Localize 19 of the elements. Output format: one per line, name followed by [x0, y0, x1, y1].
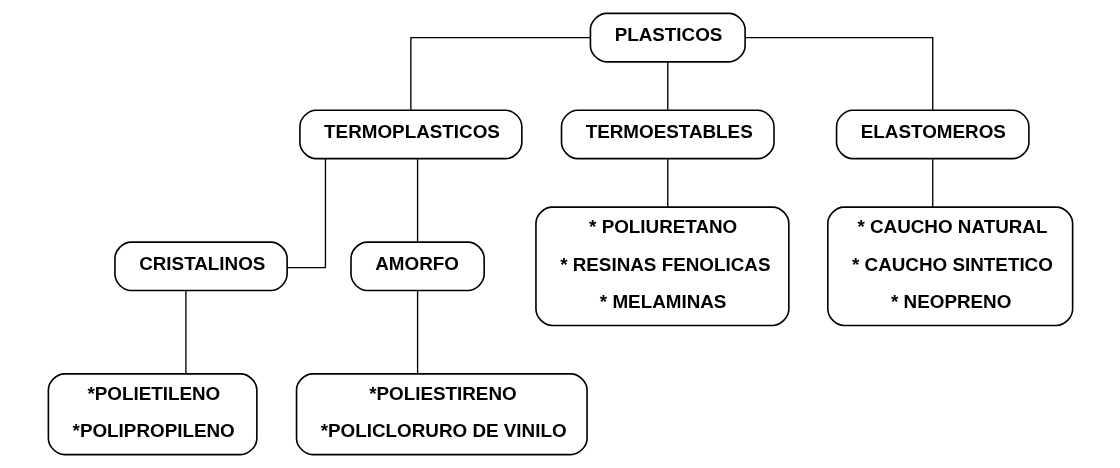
node-box: PLASTICOS	[589, 12, 746, 63]
connector	[743, 36, 933, 111]
node-box: ELASTOMEROS	[835, 109, 1030, 160]
connector	[416, 158, 418, 243]
node-box: TERMOESTABLES	[560, 109, 775, 160]
connector	[286, 158, 326, 269]
connector	[184, 290, 187, 375]
node-box: *POLIESTIRENO *POLICLORURO DE VINILO	[295, 373, 588, 456]
node-box: * CAUCHO NATURAL * CAUCHO SINTETICO * NEOPRENO	[826, 206, 1073, 327]
node-box: *POLIETILENO *POLIPROPILENO	[47, 373, 258, 456]
node-box: AMORFO	[349, 241, 485, 292]
connector	[409, 36, 591, 111]
connector	[416, 290, 418, 375]
connector	[666, 61, 668, 111]
node-box: TERMOPLASTICOS	[298, 109, 523, 160]
node-box: * POLIURETANO * RESINAS FENOLICAS * MELAMINAS	[534, 206, 790, 327]
connector	[931, 158, 933, 208]
node-box: CRISTALINOS	[113, 241, 288, 292]
connector	[666, 158, 668, 208]
